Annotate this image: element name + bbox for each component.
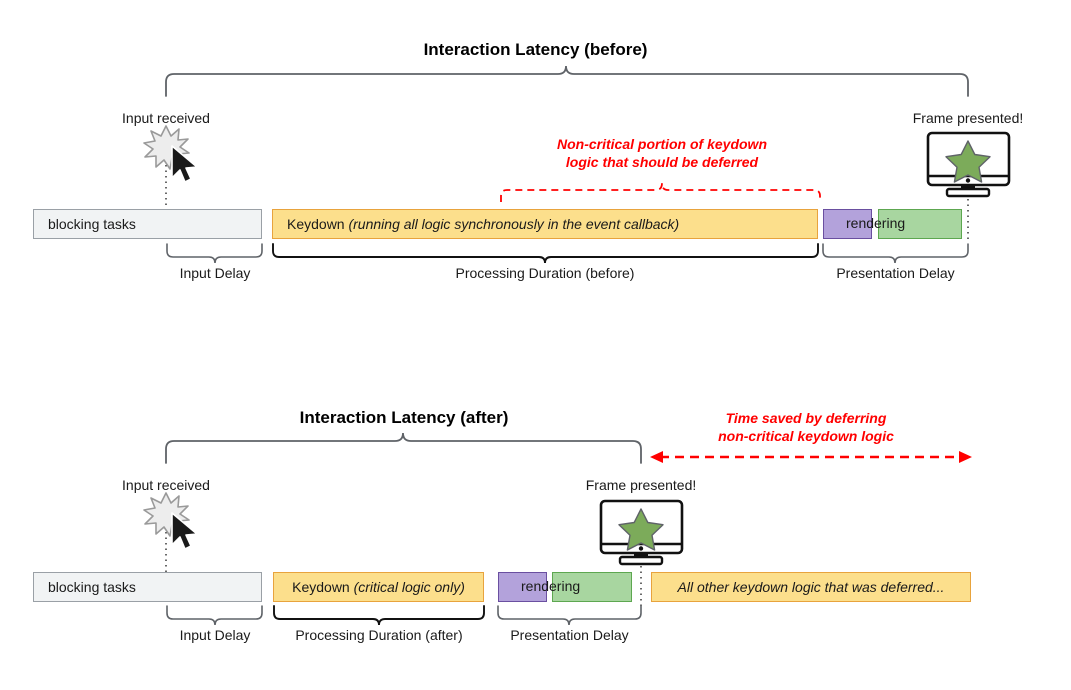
annotation-time-saved-line1: Time saved by deferring: [725, 410, 887, 426]
star-icon: [945, 140, 991, 183]
brace-processing-duration-after: [273, 605, 485, 626]
double-arrow-icon: [650, 451, 972, 463]
brace-input-delay-after: [166, 605, 263, 626]
bar-keydown-before[interactable]: Keydown (running all logic synchronously…: [272, 209, 818, 239]
burst-icon: [143, 125, 190, 170]
label-input-received-before: Input received: [122, 110, 210, 126]
title-after: Interaction Latency (after): [299, 408, 509, 427]
bar-blocking-tasks-before[interactable]: blocking tasks: [33, 209, 262, 239]
bar-keydown-before-label: Keydown (running all logic synchronously…: [287, 216, 679, 232]
bar-keydown-after-label: Keydown (critical logic only): [292, 579, 465, 595]
brace-interaction-latency-after: [165, 432, 642, 464]
cursor-icon-after: [171, 512, 198, 550]
bar-rendering-purple-before[interactable]: [823, 209, 872, 239]
bar-keydown-after-detail: (critical logic only): [353, 579, 465, 595]
label-frame-presented-after: Frame presented!: [585, 477, 697, 493]
bar-rendering-purple-after[interactable]: [498, 572, 547, 602]
cursor-icon: [171, 145, 198, 183]
brace-presentation-delay-after: [497, 605, 642, 626]
bar-deferred-logic[interactable]: All other keydown logic that was deferre…: [651, 572, 971, 602]
bar-blocking-tasks-after-label: blocking tasks: [48, 579, 136, 595]
bar-rendering-label-after: rendering: [521, 578, 581, 594]
bar-rendering-green-after[interactable]: [552, 572, 632, 602]
brace-interaction-latency-before: [165, 65, 969, 97]
label-frame-presented-before: Frame presented!: [912, 110, 1024, 126]
monitor-icon: [926, 131, 1011, 198]
brace-processing-duration-before: [272, 243, 819, 264]
annotation-time-saved: Time saved by deferring non-critical key…: [641, 410, 971, 445]
bar-keydown-before-detail: (running all logic synchronously in the …: [348, 216, 680, 232]
phase-processing-before: Processing Duration (before): [455, 265, 635, 281]
bar-keydown-after-prefix: Keydown: [292, 579, 354, 595]
monitor-icon-after: [599, 499, 684, 566]
bar-keydown-after[interactable]: Keydown (critical logic only): [273, 572, 484, 602]
annotation-noncritical-line2: logic that should be deferred: [565, 153, 759, 170]
phase-presentation-before: Presentation Delay: [836, 265, 955, 281]
annotation-noncritical: Non-critical portion of keydown logic th…: [482, 136, 842, 171]
red-dashed-brace-noncritical: [500, 182, 821, 202]
title-before: Interaction Latency (before): [423, 40, 648, 59]
bar-deferred-logic-label: All other keydown logic that was deferre…: [677, 579, 945, 595]
phase-processing-after: Processing Duration (after): [295, 627, 463, 643]
star-icon-after: [618, 508, 664, 551]
bar-blocking-tasks-after[interactable]: blocking tasks: [33, 572, 262, 602]
bar-rendering-green-before[interactable]: [878, 209, 962, 239]
label-input-received-after: Input received: [122, 477, 210, 493]
bar-rendering-label-before: rendering: [846, 215, 906, 231]
annotation-time-saved-line2: non-critical keydown logic: [718, 427, 894, 444]
bar-blocking-tasks-before-label: blocking tasks: [48, 216, 136, 232]
bar-keydown-before-prefix: Keydown: [287, 216, 349, 232]
phase-presentation-after: Presentation Delay: [510, 627, 629, 643]
phase-input-delay-before: Input Delay: [179, 265, 251, 281]
burst-icon-after: [143, 492, 190, 537]
brace-input-delay-before: [166, 243, 263, 264]
phase-input-delay-after: Input Delay: [179, 627, 251, 643]
brace-presentation-delay-before: [822, 243, 969, 264]
annotation-noncritical-line1: Non-critical portion of keydown: [556, 136, 767, 152]
